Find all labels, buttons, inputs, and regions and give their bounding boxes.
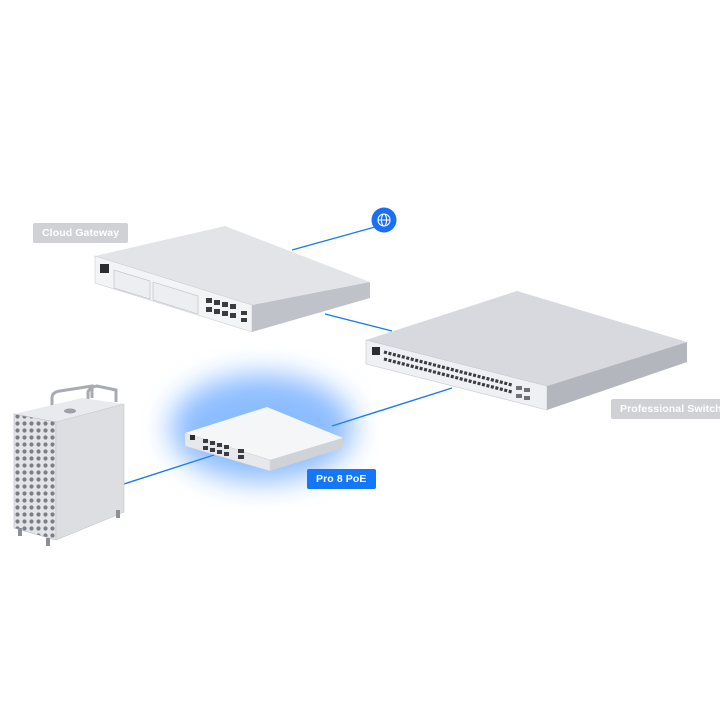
- pro8-poe-device[interactable]: [184, 407, 343, 472]
- link-gateway-to-internet: [291, 226, 376, 251]
- switch-sfp-ports: [516, 386, 530, 400]
- pro8-poe-label: Pro 8 PoE: [307, 469, 376, 489]
- cloud-gateway-device[interactable]: [94, 226, 370, 333]
- internet-node[interactable]: [371, 207, 397, 233]
- tower-handle-left: [50, 384, 94, 407]
- pro8-ports: [203, 439, 244, 459]
- cloud-gateway-label: Cloud Gateway: [33, 223, 129, 243]
- globe-icon: [377, 213, 391, 227]
- professional-switch-device[interactable]: [365, 291, 687, 411]
- workstation-device[interactable]: [13, 384, 125, 546]
- professional-switch-label: Professional Switch: [611, 399, 720, 419]
- tower-handle-right: [86, 384, 118, 402]
- switch-port-rows: [383, 350, 513, 394]
- link-gateway-to-switch: [324, 313, 393, 332]
- gateway-ports: [206, 298, 247, 322]
